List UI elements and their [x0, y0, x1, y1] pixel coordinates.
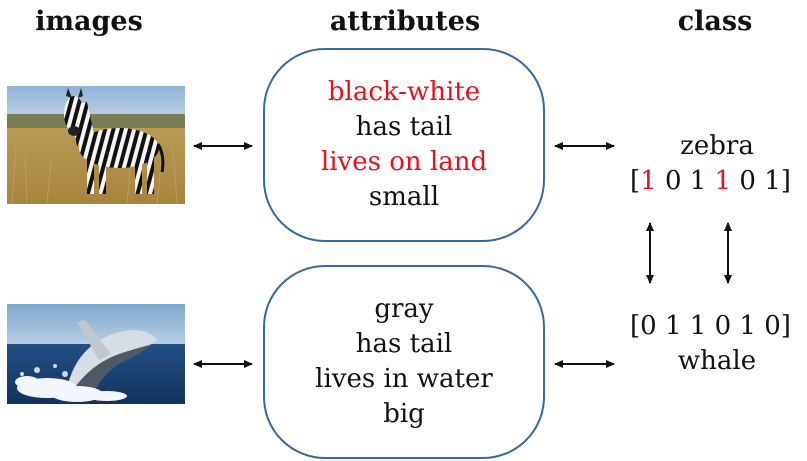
header-class: class [677, 6, 753, 37]
attribute-text: lives in water [315, 364, 493, 394]
vector-bit: 1 [764, 166, 781, 196]
vector-bracket-open: [ [630, 166, 641, 196]
header-images: images [35, 6, 143, 37]
vector-bracket-close: ] [780, 311, 791, 341]
vector-bit: 1 [640, 166, 657, 196]
attribute-text: gray [374, 294, 434, 324]
vector-bracket-close: ] [780, 166, 791, 196]
class-label-whale: whale [677, 346, 757, 376]
attribute-text: big [383, 399, 425, 429]
class-vector-zebra: [1 0 1 1 0 1] [630, 166, 791, 196]
vector-bracket-open: [ [630, 311, 641, 341]
header-attributes: attributes [329, 6, 481, 37]
vector-bit: 1 [689, 166, 707, 196]
vector-bit: 0 [640, 311, 657, 341]
whale-image [7, 304, 185, 404]
attribute-text: lives on land [320, 147, 488, 177]
attribute-text: has tail [355, 112, 453, 142]
attribute-box-zebra: black-white has tail lives on land small [263, 48, 545, 242]
vector-bit: 0 [714, 311, 732, 341]
vector-bit: 1 [664, 311, 682, 341]
vector-bit: 1 [739, 311, 756, 341]
zebra-image [7, 86, 185, 204]
attribute-text: has tail [355, 329, 453, 359]
vector-bit: 0 [764, 311, 781, 341]
attribute-text: small [368, 182, 440, 212]
vector-bit: 0 [739, 166, 756, 196]
vector-bit: 1 [714, 166, 732, 196]
attribute-box-whale: gray has tail lives in water big [263, 265, 545, 459]
class-label-zebra: zebra [680, 131, 754, 161]
vector-bit: 1 [689, 311, 707, 341]
class-vector-whale: [0 1 1 0 1 0] [630, 311, 791, 341]
vector-bit: 0 [664, 166, 682, 196]
attribute-text: black-white [327, 77, 481, 107]
